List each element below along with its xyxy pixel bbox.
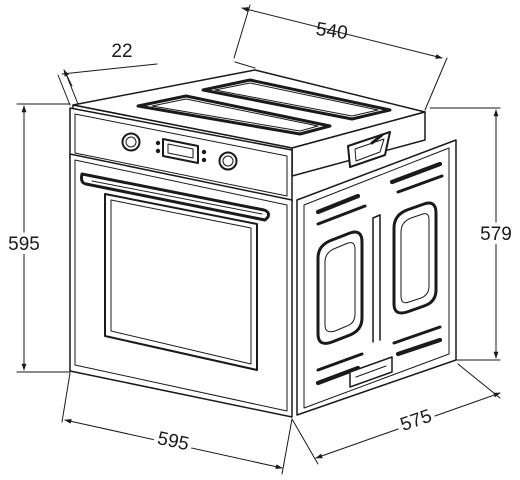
dimension-door-thickness: 22 (57, 41, 158, 106)
dimension-height-side: 579 (429, 107, 516, 361)
label-height-side: 579 (480, 224, 512, 245)
label-depth-side: 575 (398, 406, 435, 436)
control-knob-left (121, 132, 141, 152)
dimension-height-front: 595 (4, 103, 71, 373)
label-depth-top: 540 (315, 19, 349, 44)
label-door-thickness: 22 (111, 41, 132, 62)
display-panel (155, 138, 207, 164)
dimension-depth-top: 540 (233, 4, 448, 111)
label-width-front: 595 (155, 428, 190, 455)
door-handle (80, 172, 270, 222)
oven-side-panel (296, 139, 457, 416)
control-knob-right (218, 151, 238, 171)
oven-front-face (69, 107, 293, 418)
label-height-front: 595 (8, 234, 40, 255)
door-window (104, 193, 258, 371)
